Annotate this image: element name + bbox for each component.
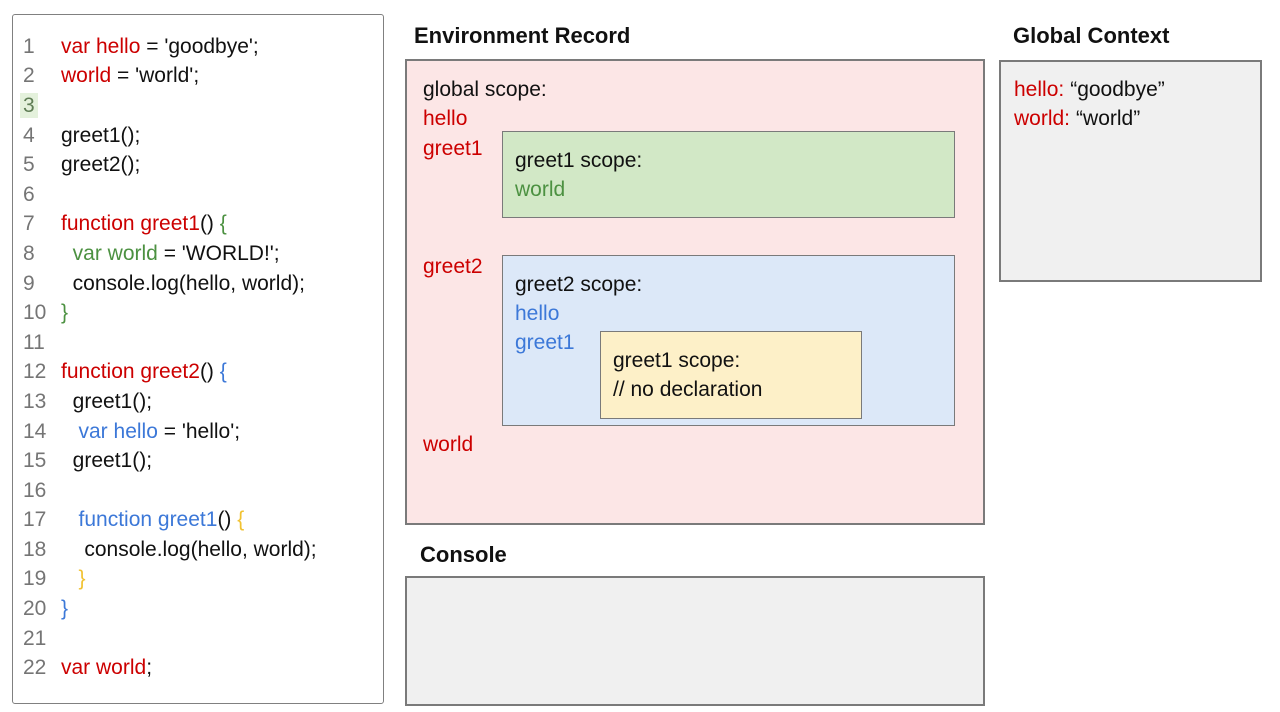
code-line: 22 var world; bbox=[23, 653, 383, 683]
code-text: greet2(); bbox=[61, 153, 141, 177]
global-scope-entry-greet1: greet1 bbox=[423, 137, 483, 160]
code-editor: 1 var hello = 'goodbye'; 2 world = 'world';… bbox=[12, 14, 384, 704]
greet1-scope-box: greet1 scope: world bbox=[502, 131, 955, 218]
line-number: 6 bbox=[23, 182, 35, 206]
greet2-scope-box: greet2 scope: hello greet1 greet1 scope:… bbox=[502, 255, 955, 426]
greet2-scope-entry-greet1: greet1 bbox=[515, 331, 575, 354]
line-number: 12 bbox=[23, 360, 47, 384]
line-number: 20 bbox=[23, 597, 47, 621]
code-line: 20} bbox=[23, 594, 383, 624]
global-context-value-hello: “goodbye” bbox=[1070, 78, 1165, 101]
code-line: 18 console.log(hello, world); bbox=[23, 535, 383, 565]
code-line: 1 var hello = 'goodbye'; bbox=[23, 32, 383, 62]
global-scope-entry-world: world bbox=[423, 433, 474, 456]
global-scope-entry-greet2: greet2 bbox=[423, 255, 483, 278]
code-text: var world = 'WORLD!'; bbox=[61, 241, 280, 265]
code-line: 11 bbox=[23, 328, 383, 358]
line-number: 10 bbox=[23, 301, 47, 325]
line-number: 2 bbox=[23, 64, 35, 88]
line-number: 11 bbox=[23, 330, 45, 354]
line-number: 8 bbox=[23, 241, 35, 265]
code-text: } bbox=[61, 301, 69, 325]
environment-record-title: Environment Record bbox=[414, 23, 631, 48]
line-number: 13 bbox=[23, 389, 47, 413]
code-text: var hello = 'goodbye'; bbox=[61, 34, 259, 58]
console-output-box bbox=[405, 576, 985, 706]
code-line: 9 console.log(hello, world); bbox=[23, 269, 383, 299]
greet1-scope-entry-world: world bbox=[515, 178, 566, 201]
environment-record-box: global scope: hello greet1 greet2 world … bbox=[405, 59, 985, 525]
line-number: 4 bbox=[23, 123, 35, 147]
greet2-scope-entry-hello: hello bbox=[515, 302, 560, 325]
code-line: 2 world = 'world'; bbox=[23, 62, 383, 92]
code-text: } bbox=[61, 567, 86, 591]
code-line: 7 function greet1() { bbox=[23, 210, 383, 240]
line-number: 9 bbox=[23, 271, 35, 295]
line-number: 16 bbox=[23, 478, 47, 502]
line-number: 17 bbox=[23, 508, 47, 532]
global-context-key-world: world: bbox=[1014, 107, 1071, 130]
code-line: 19 } bbox=[23, 565, 383, 595]
code-lines: 1 var hello = 'goodbye'; 2 world = 'world';… bbox=[20, 32, 383, 683]
code-line: 13 greet1(); bbox=[23, 387, 383, 417]
greet2-scope-label: greet2 scope: bbox=[515, 273, 643, 296]
nested-greet1-scope-label: greet1 scope: bbox=[613, 349, 741, 372]
line-number: 22 bbox=[23, 656, 47, 680]
code-text: function greet1() { bbox=[61, 508, 245, 532]
greet1-scope-label: greet1 scope: bbox=[515, 149, 643, 172]
nested-greet1-scope-comment: // no declaration bbox=[613, 378, 763, 401]
line-number: 5 bbox=[23, 153, 35, 177]
line-number-highlighted: 3 bbox=[20, 92, 61, 118]
console-title: Console bbox=[420, 542, 507, 567]
code-line: 17 function greet1() { bbox=[23, 506, 383, 536]
global-context-entry: world:“world” bbox=[1014, 104, 1260, 133]
code-line: 3 bbox=[20, 91, 383, 121]
code-line: 8 var world = 'WORLD!'; bbox=[23, 239, 383, 269]
code-line: 5 greet2(); bbox=[23, 150, 383, 180]
global-scope-entry-hello: hello bbox=[423, 107, 468, 130]
global-context-title: Global Context bbox=[1013, 23, 1170, 48]
line-number: 19 bbox=[23, 567, 47, 591]
code-text: greet1(); bbox=[61, 123, 141, 147]
line-number: 7 bbox=[23, 212, 35, 236]
code-line: 16 bbox=[23, 476, 383, 506]
line-number: 21 bbox=[23, 626, 47, 650]
code-text: var world; bbox=[61, 656, 153, 680]
code-line: 6 bbox=[23, 180, 383, 210]
code-text: var hello = 'hello'; bbox=[61, 419, 241, 443]
code-line: 21 bbox=[23, 624, 383, 654]
line-number: 15 bbox=[23, 449, 47, 473]
code-line: 15 greet1(); bbox=[23, 446, 383, 476]
global-context-key-hello: hello: bbox=[1014, 78, 1065, 101]
code-text: function greet1() { bbox=[61, 212, 227, 236]
nested-greet1-scope-box: greet1 scope: // no declaration bbox=[600, 331, 862, 419]
code-text: function greet2() { bbox=[61, 360, 227, 384]
code-text: } bbox=[61, 597, 69, 621]
code-line: 4 greet1(); bbox=[23, 121, 383, 151]
global-context-entry: hello:“goodbye” bbox=[1014, 75, 1260, 104]
global-scope-label: global scope: bbox=[423, 78, 547, 101]
line-number: 14 bbox=[23, 419, 47, 443]
global-context-value-world: “world” bbox=[1076, 107, 1141, 130]
code-text: greet1(); bbox=[61, 449, 153, 473]
global-context-box: hello:“goodbye” world:“world” bbox=[999, 60, 1262, 282]
line-number: 1 bbox=[23, 34, 35, 58]
code-line: 14 var hello = 'hello'; bbox=[23, 417, 383, 447]
code-text: greet1(); bbox=[61, 389, 153, 413]
code-text: console.log(hello, world); bbox=[61, 537, 317, 561]
code-text: console.log(hello, world); bbox=[61, 271, 305, 295]
code-line: 10} bbox=[23, 298, 383, 328]
line-number: 18 bbox=[23, 537, 47, 561]
code-line: 12 function greet2() { bbox=[23, 358, 383, 388]
code-text: world = 'world'; bbox=[61, 64, 200, 88]
